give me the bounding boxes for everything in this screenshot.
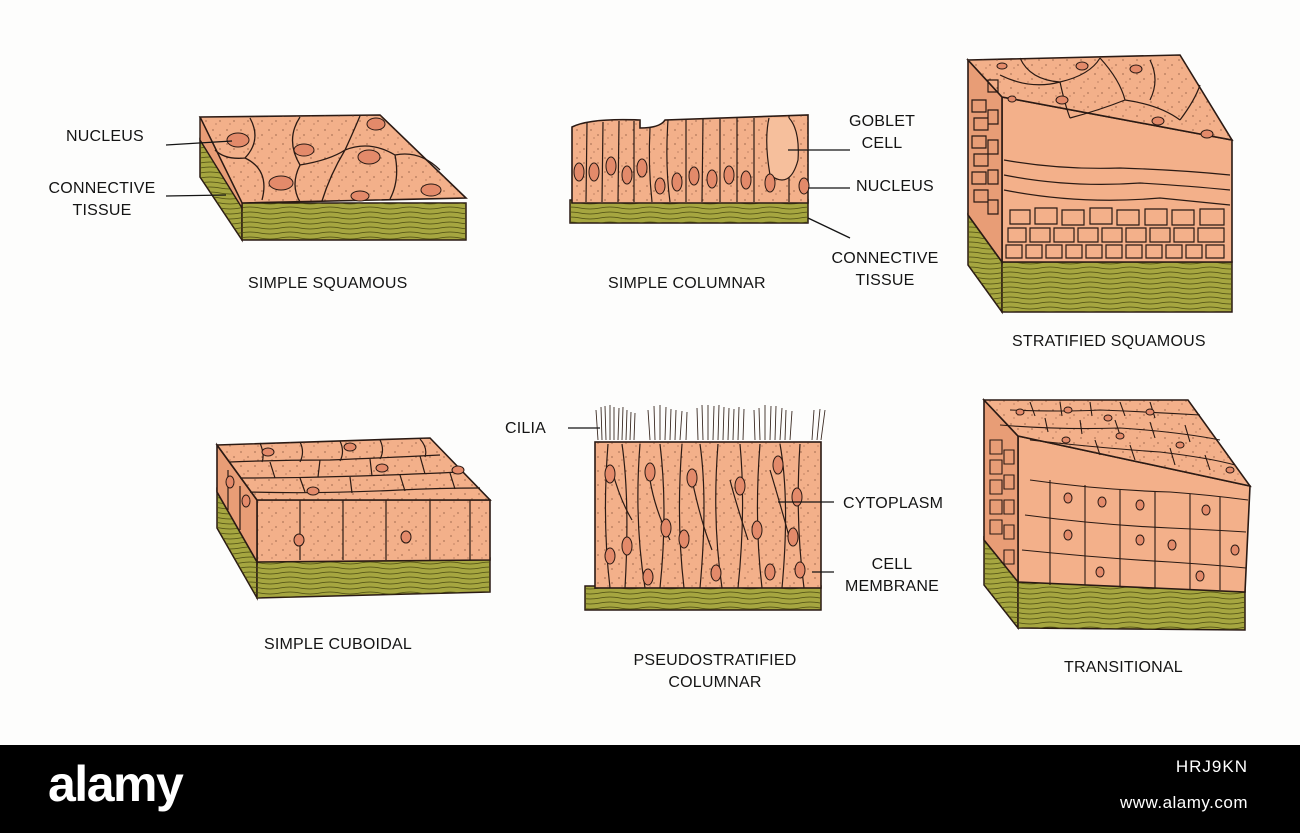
connective-tissue-columnar-line1: CONNECTIVE xyxy=(831,250,939,267)
epithelium-illustration xyxy=(165,54,1252,631)
connective-tissue-label-line2: TISSUE xyxy=(72,202,132,219)
stratified-squamous-title: STRATIFIED SQUAMOUS xyxy=(1012,333,1206,350)
simple-cuboidal-block xyxy=(215,437,492,601)
cell-membrane-label-line2: MEMBRANE xyxy=(844,578,940,595)
transitional-title: TRANSITIONAL xyxy=(1064,659,1183,676)
simple-squamous-title: SIMPLE SQUAMOUS xyxy=(248,275,408,292)
pseudostratified-columnar-title: PSEUDOSTRATIFIED COLUMNAR xyxy=(604,650,826,694)
site-url-text: www.alamy.com xyxy=(1119,793,1248,812)
connective-tissue-columnar-line2: TISSUE xyxy=(855,272,915,289)
pseudostratified-title-line1: PSEUDOSTRATIFIED xyxy=(633,652,797,669)
simple-columnar-block xyxy=(569,114,851,239)
cilia-tufts xyxy=(595,404,826,441)
nucleus-label-columnar: NUCLEUS xyxy=(856,178,934,195)
pseudostratified-title-line2: COLUMNAR xyxy=(668,674,762,691)
watermark-banner: alamy HRJ9KN www.alamy.com xyxy=(0,745,1300,833)
pseudostratified-block xyxy=(568,404,834,611)
simple-columnar-title: SIMPLE COLUMNAR xyxy=(608,275,766,292)
transitional-block xyxy=(982,397,1252,631)
cytoplasm-label: CYTOPLASM xyxy=(843,495,944,512)
nucleus-label-squamous: NUCLEUS xyxy=(66,128,144,145)
simple-squamous-block xyxy=(165,114,468,243)
goblet-cell-label: GOBLET CELL xyxy=(848,111,916,155)
connective-tissue-label-squamous: CONNECTIVE TISSUE xyxy=(40,178,164,222)
stratified-squamous-block xyxy=(966,54,1234,315)
goblet-cell-label-line2: CELL xyxy=(861,135,903,152)
connective-tissue-label-columnar: CONNECTIVE TISSUE xyxy=(822,248,948,292)
cell-membrane-label: CELL MEMBRANE xyxy=(834,554,950,598)
cell-membrane-label-line1: CELL xyxy=(871,556,913,573)
diagram-canvas: NUCLEUS CONNECTIVE TISSUE SIMPLE SQUAMOU… xyxy=(40,54,1252,694)
simple-cuboidal-title: SIMPLE CUBOIDAL xyxy=(264,636,412,653)
image-id-text: HRJ9KN xyxy=(1175,757,1248,776)
cilia-label: CILIA xyxy=(505,420,547,437)
alamy-logo: alamy xyxy=(48,756,184,812)
connective-tissue-label-line1: CONNECTIVE xyxy=(48,180,156,197)
goblet-cell-label-line1: GOBLET xyxy=(848,113,916,130)
